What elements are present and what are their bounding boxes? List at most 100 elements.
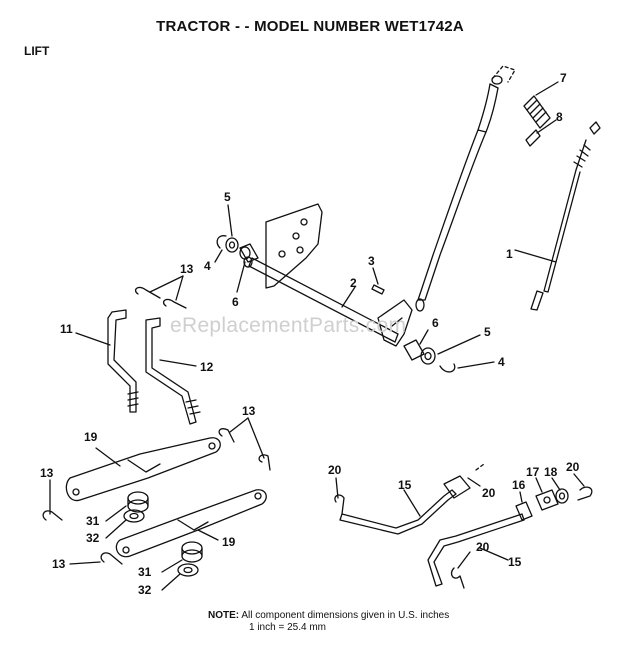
leader-20b: [467, 477, 481, 487]
handle-grip: [523, 95, 551, 129]
hairpin-mid-b: [258, 454, 271, 471]
leader-32a: [105, 519, 127, 539]
washer-left: [225, 237, 239, 253]
callout-2: 2: [350, 276, 357, 290]
leader-32b: [161, 573, 181, 591]
lift-rod: [530, 121, 601, 311]
callout-13d: 13: [52, 557, 66, 571]
callout-5b: 5: [484, 325, 491, 339]
leader-31a: [105, 505, 127, 522]
lift-link-left: [107, 309, 139, 413]
clip-right: [577, 486, 593, 501]
leader-13b: [229, 417, 249, 433]
callout-19b: 19: [222, 535, 236, 549]
lift-arm-upper: [65, 437, 221, 502]
callout-7: 7: [560, 71, 567, 85]
callout-15b: 15: [508, 555, 522, 569]
leader-16: [519, 491, 523, 503]
callout-13a: 13: [180, 262, 194, 276]
callout-6b: 6: [432, 316, 439, 330]
leader-13a: [149, 275, 184, 293]
note-label: NOTE:: [208, 610, 240, 621]
leader-19b: [197, 529, 219, 541]
leader-12: [159, 359, 197, 367]
leader-20c: [573, 473, 585, 487]
ferrule: [515, 501, 533, 521]
rod-upper: [339, 489, 457, 535]
leader-6b: [419, 329, 429, 345]
callout-3: 3: [368, 254, 375, 268]
retainer-left: [216, 235, 227, 249]
callout-5a: 5: [224, 190, 231, 204]
note-line-1: All component dimensions given in U.S. i…: [241, 610, 450, 621]
callout-31a: 31: [86, 514, 100, 528]
callout-20b: 20: [482, 486, 496, 500]
leader-8: [536, 119, 557, 134]
rod-lower: [427, 513, 525, 587]
leader-19a: [95, 447, 121, 467]
callout-18: 18: [544, 465, 558, 479]
spacer-lower: [181, 541, 203, 563]
lift-link-right: [145, 317, 201, 425]
leader-11: [75, 332, 111, 346]
clip-left: [334, 494, 345, 515]
leader-13b2: [247, 417, 265, 459]
leader-20a: [335, 477, 339, 499]
retainer-right: [439, 363, 456, 373]
mounting-plate: [265, 203, 323, 289]
leader-7: [535, 81, 559, 96]
roll-pin: [371, 284, 385, 295]
note-line-2: 1 inch = 25.4 mm: [249, 622, 326, 633]
leader-20d: [457, 551, 471, 569]
bushing-left: [239, 243, 259, 263]
section-label: LIFT: [24, 44, 50, 58]
callout-20c: 20: [566, 460, 580, 474]
callout-17: 17: [526, 465, 540, 479]
diagram-title: TRACTOR - - MODEL NUMBER WET1742A: [156, 18, 464, 35]
leader-17: [535, 477, 543, 493]
hairpin-upper-a: [134, 286, 161, 299]
hairpin-upper-b: [162, 298, 187, 309]
leader-2: [341, 286, 356, 308]
leader-15a: [403, 489, 421, 517]
locknut: [555, 488, 569, 504]
leader-15b: [479, 547, 509, 561]
callout-20a: 20: [328, 463, 342, 477]
callout-13c: 13: [40, 466, 54, 480]
callout-11: 11: [60, 322, 73, 336]
nut-lower: [177, 563, 199, 577]
leader-13d: [69, 561, 101, 565]
nut-upper: [123, 509, 145, 523]
callout-31b: 31: [138, 565, 152, 579]
spacer-upper: [127, 491, 149, 513]
callout-12: 12: [200, 360, 214, 374]
callout-8: 8: [556, 110, 563, 124]
clip-lower: [450, 567, 465, 589]
spring-block: [535, 489, 559, 511]
callout-19a: 19: [84, 430, 98, 444]
watermark: eReplacementParts.com: [170, 314, 407, 337]
callout-6a: 6: [232, 295, 239, 309]
hairpin-mid-a: [218, 428, 235, 443]
callout-16: 16: [512, 478, 526, 492]
leader-6a: [236, 261, 246, 293]
washer-right: [420, 347, 436, 365]
callout-32b: 32: [138, 583, 152, 597]
callout-4b: 4: [498, 355, 505, 369]
callout-4a: 4: [204, 259, 211, 273]
shaft-bracket: [377, 298, 425, 347]
callout-20d: 20: [476, 540, 490, 554]
leader-5b: [437, 334, 481, 355]
leader-3: [372, 267, 379, 285]
leader-4b: [457, 361, 495, 369]
leader-13a2: [175, 275, 184, 301]
hairpin-lower: [100, 552, 123, 565]
lift-handle: [417, 65, 516, 301]
leader-1: [514, 249, 557, 263]
lift-arm-lower: [115, 489, 267, 558]
leader-31b: [161, 559, 183, 573]
dimension-note: NOTE: All component dimensions given in …: [208, 610, 449, 634]
hairpin-left: [42, 510, 63, 521]
leader-5a: [227, 204, 233, 237]
